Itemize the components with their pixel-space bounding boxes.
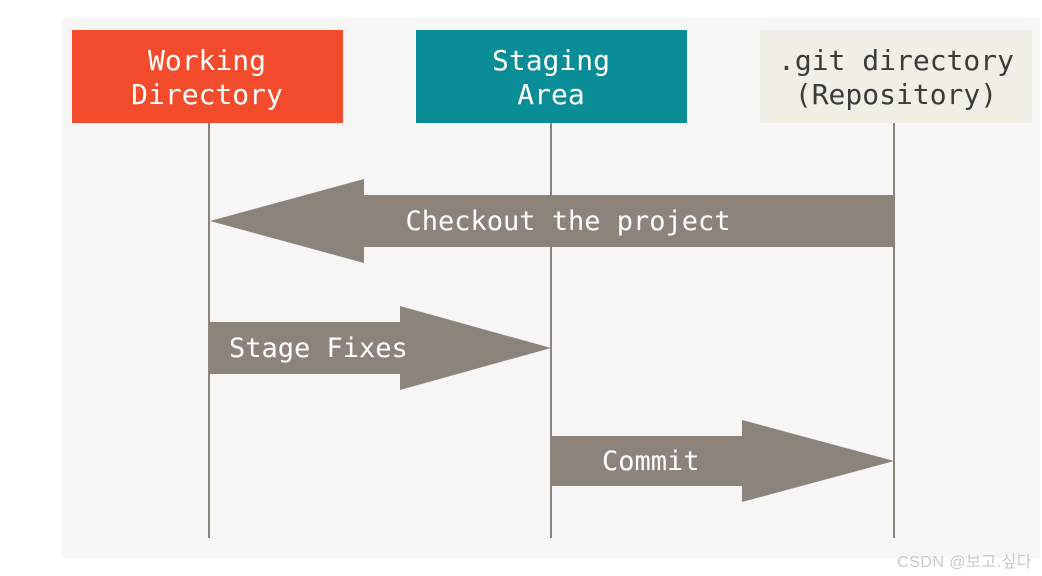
staging-area-label-line1: Staging (492, 44, 610, 77)
working-directory-box (72, 30, 343, 123)
staging-area-box (416, 30, 687, 123)
working-directory-label-line2: Directory (131, 78, 283, 111)
stage-fixes-arrow-label: Stage Fixes (229, 333, 408, 364)
commit-arrow-shape (551, 420, 894, 502)
staging-area-header: Staging Area (416, 30, 687, 123)
commit-arrow: Commit (551, 420, 894, 502)
git-directory-box (760, 30, 1032, 123)
stage-fixes-arrow-shape (209, 306, 551, 390)
working-directory-label-line1: Working (148, 44, 266, 77)
working-directory-header: Working Directory (72, 30, 343, 123)
checkout-arrow-shape (210, 179, 894, 263)
watermark-text: CSDN @보고.싶다 (897, 554, 1032, 571)
checkout-arrow-label: Checkout the project (405, 206, 730, 237)
stage-fixes-arrow: Stage Fixes (209, 306, 551, 390)
checkout-arrow: Checkout the project (210, 179, 894, 263)
git-directory-label-line2: (Repository) (795, 78, 997, 111)
git-directory-label-line1: .git directory (778, 44, 1014, 77)
staging-area-label-line2: Area (517, 78, 584, 111)
git-directory-header: .git directory (Repository) (760, 30, 1032, 123)
commit-arrow-label: Commit (602, 446, 700, 477)
